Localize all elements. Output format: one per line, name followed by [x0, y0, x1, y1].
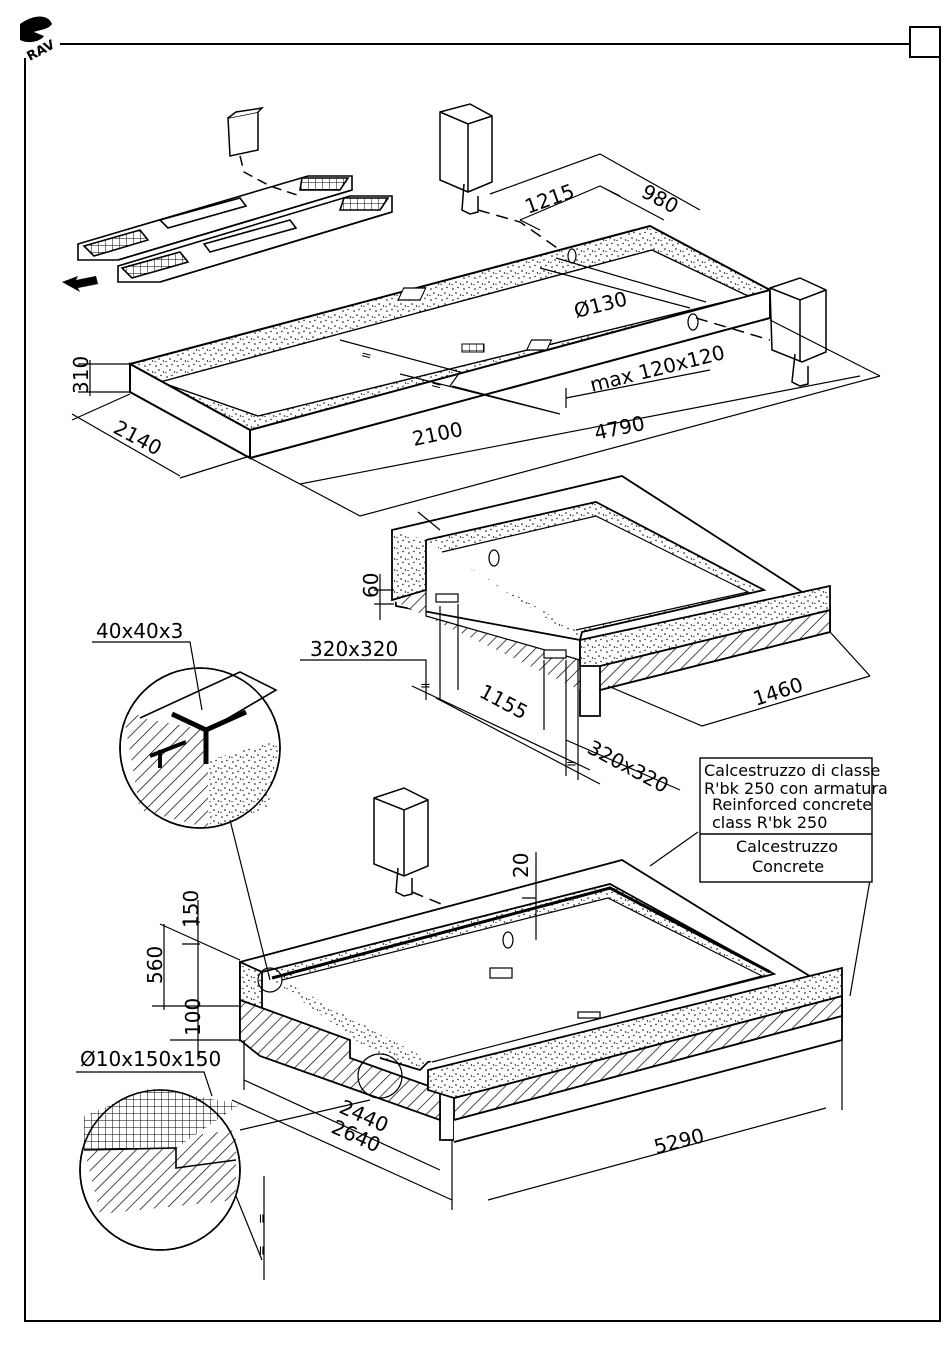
dim-150: 150 — [179, 890, 203, 928]
runway-ramps — [78, 176, 392, 282]
legend-it-line-1: Calcestruzzo di classe — [704, 761, 880, 780]
equal-mark: = — [255, 1245, 270, 1256]
equal-mark: = — [255, 1213, 270, 1224]
dim-5290: 5290 — [651, 1123, 706, 1159]
dim-100: 100 — [181, 998, 205, 1036]
dim-2100: 2100 — [410, 417, 465, 451]
dim-320-b: 320x320 — [584, 735, 673, 798]
pit-lower — [240, 860, 842, 1142]
dim-2140: 2140 — [110, 415, 166, 460]
equal-mark: = — [420, 679, 431, 694]
dim-1215: 1215 — [522, 179, 578, 219]
dim-10x150x150: Ø10x150x150 — [80, 1047, 221, 1071]
legend-en-line-2: class R'bk 250 — [712, 813, 827, 832]
arrow-icon — [62, 276, 98, 292]
dim-60: 60 — [359, 573, 383, 598]
control-unit-top — [440, 104, 560, 250]
legend-en-line-1: Reinforced concrete — [712, 795, 872, 814]
legend-it-line-3: Calcestruzzo — [736, 837, 838, 856]
detail-rebar-mesh — [80, 1088, 264, 1280]
dim-1460: 1460 — [750, 672, 806, 711]
dim-310: 310 — [69, 356, 93, 394]
dim-20: 20 — [509, 853, 533, 878]
rav-logo: RAV — [20, 17, 57, 65]
dim-1155: 1155 — [476, 679, 532, 724]
legend-en-line-3: Concrete — [752, 857, 824, 876]
material-legend: Calcestruzzo di classe R'bk 250 con arma… — [700, 758, 888, 882]
dim-320-a: 320x320 — [310, 637, 398, 661]
dim-40x40x3: 40x40x3 — [96, 619, 183, 643]
dim-4790: 4790 — [592, 411, 647, 445]
equal-mark: = — [566, 757, 577, 772]
dim-560: 560 — [143, 946, 167, 984]
equal-mark: = — [429, 377, 443, 394]
detail-angle-iron — [92, 642, 280, 828]
dim-980: 980 — [638, 179, 683, 218]
